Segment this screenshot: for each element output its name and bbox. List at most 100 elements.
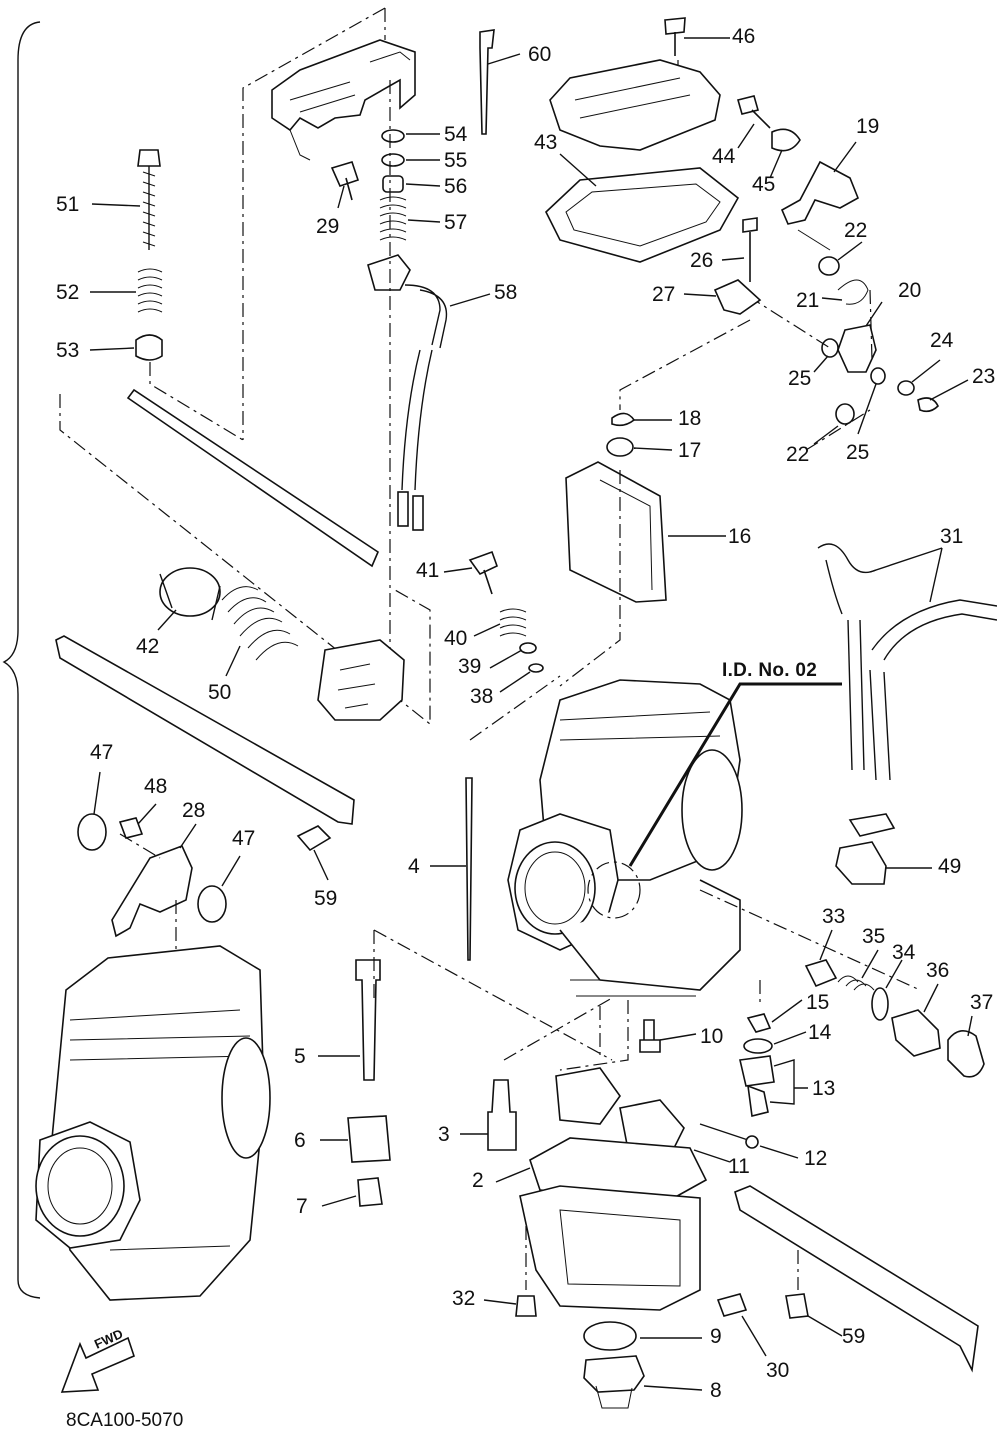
spring-57 [379,196,407,241]
boot-42 [159,567,221,617]
screw-59b [785,1293,809,1319]
screw-29 [330,161,360,201]
id-number-label: I.D. No. 02 [722,660,818,681]
starter-block [317,639,405,721]
callout-8: 8 [710,1379,722,1402]
callout-59-left: 59 [314,887,338,910]
strap-60 [479,29,495,135]
o-ring-34 [871,987,889,1021]
screw-46 [664,17,686,56]
callout-56: 56 [444,175,468,198]
callout-35: 35 [862,925,886,948]
screw-26 [742,217,758,282]
jet-33 [804,959,838,988]
washer-55 [381,153,405,167]
pin-12 [699,1123,749,1141]
screw-30 [716,1293,748,1317]
gasket-9 [583,1321,637,1351]
callout-47-right: 47 [232,827,256,850]
callout-20: 20 [898,279,922,302]
callout-57: 57 [444,211,468,234]
callout-16: 16 [728,525,752,548]
dash-frame-upper [242,7,386,440]
cap-37 [947,1030,985,1078]
callout-46: 46 [732,25,756,48]
plunger-58 [367,254,411,291]
bushing-22b [835,403,855,425]
callout-25-left: 25 [788,367,812,390]
callout-55: 55 [444,149,468,172]
callout-34: 34 [892,941,916,964]
spring-50 [221,586,299,661]
callout-25-right: 25 [846,441,870,464]
washer-25b [870,367,886,385]
collar-47a [77,813,107,851]
screw-32 [515,1295,537,1317]
callout-6: 6 [294,1129,306,1152]
callout-40: 40 [444,627,468,650]
callout-32: 32 [452,1287,476,1310]
callout-12: 12 [804,1147,828,1170]
callout-44: 44 [712,145,736,168]
callout-39: 39 [458,655,482,678]
callout-9: 9 [710,1325,722,1348]
callout-17: 17 [678,439,702,462]
o-ring-38 [528,663,544,673]
spring-35 [837,975,875,991]
gasket-43 [545,167,740,263]
callout-58: 58 [494,281,518,304]
washer-54 [381,129,405,143]
callout-43: 43 [534,131,558,154]
callout-24: 24 [930,329,954,352]
lever-19 [780,160,860,225]
o-ring-14 [743,1038,773,1054]
carburetor-body-right [507,679,743,997]
rod [126,388,379,568]
callout-45: 45 [752,173,776,196]
holder-6 [347,1115,391,1163]
collar-47b [197,885,227,923]
screw-36 [891,1009,941,1057]
needle-4 [465,777,473,961]
gasket-2 [529,1137,708,1201]
spring-52 [137,268,163,313]
screw-41 [468,550,498,595]
callout-36: 36 [926,959,950,982]
callout-33: 33 [822,905,846,928]
callout-48: 48 [144,775,168,798]
callout-53: 53 [56,339,80,362]
callout-50: 50 [208,681,232,704]
screw-44 [737,95,771,129]
id-leader [628,682,842,867]
callout-3: 3 [438,1123,450,1146]
needle-jet-5 [355,959,381,1081]
callout-54: 54 [444,123,468,146]
throttle-stop-screw [137,149,161,250]
callout-42: 42 [136,635,160,658]
callout-59-right: 59 [842,1325,866,1348]
bar-59 [734,1185,979,1373]
clip-23 [917,397,939,413]
jet-7 [357,1177,383,1207]
cap-53 [135,334,163,361]
valve-16 [565,461,667,603]
callout-37: 37 [970,991,994,1014]
bracket-27 [713,279,762,315]
clip-18 [611,412,636,427]
callout-15: 15 [806,991,830,1014]
callout-18: 18 [678,407,702,430]
drain-plug-8 [583,1355,645,1393]
callout-38: 38 [470,685,494,708]
callout-22-upper: 22 [844,219,868,242]
nut-17 [606,437,634,457]
collar-45 [771,128,801,152]
callout-13: 13 [812,1077,836,1100]
callout-7: 7 [296,1195,308,1218]
plate-49a [848,813,896,837]
nut-24 [897,380,915,396]
screw-59a [296,825,332,852]
callout-22-lower: 22 [786,443,810,466]
screw-10 [639,1019,661,1053]
callout-27: 27 [652,283,676,306]
